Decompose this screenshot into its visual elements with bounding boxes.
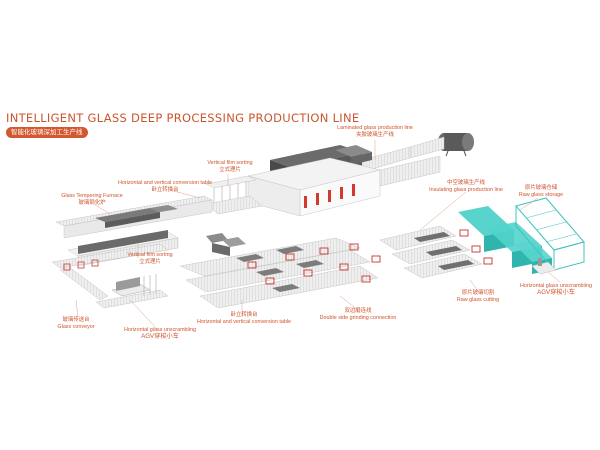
label-insulating-en: Insulating glass production line bbox=[429, 186, 503, 193]
label-raw-storage: 原片玻璃仓储 Raw glass storage bbox=[519, 185, 563, 198]
label-raw-storage-cn: 原片玻璃仓储 bbox=[524, 185, 558, 191]
label-agv-left-cn: AGV穿梭小车 bbox=[141, 332, 179, 340]
label-conveyor-cn: 玻璃传送台 bbox=[62, 317, 90, 323]
label-laminated: Laminated glass production line 夹胶玻璃生产线 bbox=[337, 125, 413, 138]
label-hv-conversion-bottom: 卧立转换台 Horizontal and vertical conversion… bbox=[197, 312, 291, 325]
page-title: INTELLIGENT GLASS DEEP PROCESSING PRODUC… bbox=[6, 111, 360, 125]
leader-lines bbox=[75, 140, 561, 331]
label-conveyor: 玻璃传送台 Glass conveyor bbox=[57, 317, 94, 330]
label-raw-cutting-cn: 原片玻璃切割 bbox=[461, 290, 495, 296]
label-double-edge: 双边磨连线 Double side grinding connection bbox=[320, 308, 397, 321]
grinding-area bbox=[179, 233, 381, 309]
label-tempering-cn: 玻璃钢化炉 bbox=[78, 199, 106, 206]
label-laminated-cn: 夹胶玻璃生产线 bbox=[356, 131, 394, 138]
label-raw-cutting-en: Raw glass cutting bbox=[456, 296, 500, 303]
label-vertical-film-top: Vertical film sorting 立式理片 bbox=[207, 160, 252, 173]
label-tempering-en: Glass Tempering Furnace bbox=[61, 193, 123, 199]
tempering-furnace-line bbox=[55, 195, 213, 239]
label-hv-conversion-bottom-en: Horizontal and vertical conversion table bbox=[196, 318, 292, 325]
label-hv-conversion-top-en: Horizontal and vertical conversion table bbox=[117, 180, 213, 186]
label-agv-right-en: Horizontal glass unscrambling bbox=[520, 283, 592, 289]
label-vertical-film-mid: Vertical film sorting 立式理片 bbox=[127, 252, 172, 265]
label-laminated-en: Laminated glass production line bbox=[337, 125, 413, 131]
cutting-insulating-area bbox=[379, 225, 493, 279]
laminated-line-machine bbox=[247, 133, 474, 217]
page-subtitle: 智能化玻璃深加工生产线 bbox=[6, 127, 88, 138]
label-insulating-cn: 中空玻璃生产线 bbox=[447, 180, 485, 186]
label-hv-conversion-top-cn: 卧立转换台 bbox=[151, 186, 179, 193]
label-hv-conversion-top: Horizontal and vertical conversion table… bbox=[118, 180, 212, 193]
vertical-film-sorting-top bbox=[205, 175, 263, 215]
label-conveyor-en: Glass conveyor bbox=[57, 323, 95, 330]
label-agv-right: Horizontal glass unscrambling AGV穿梭小车 bbox=[520, 283, 592, 296]
label-insulating: 中空玻璃生产线 Insulating glass production line bbox=[429, 180, 503, 193]
label-vertical-film-mid-en: Vertical film sorting bbox=[127, 252, 173, 258]
label-double-edge-en: Double side grinding connection bbox=[319, 314, 397, 321]
storage-warehouse bbox=[515, 197, 585, 271]
agv-shuttle-right bbox=[531, 258, 557, 275]
label-agv-right-cn: AGV穿梭小车 bbox=[537, 288, 575, 296]
label-hv-conversion-bottom-cn: 卧立转换台 bbox=[230, 312, 258, 318]
label-raw-cutting: 原片玻璃切割 Raw glass cutting bbox=[457, 290, 499, 303]
label-agv-left: Horizontal glass unscrambling AGV穿梭小车 bbox=[124, 327, 196, 340]
label-vertical-film-top-en: Vertical film sorting bbox=[207, 160, 253, 166]
label-double-edge-cn: 双边磨连线 bbox=[344, 308, 372, 314]
label-raw-storage-en: Raw glass storage bbox=[518, 191, 564, 198]
label-vertical-film-mid-cn: 立式理片 bbox=[139, 258, 161, 265]
label-tempering: Glass Tempering Furnace 玻璃钢化炉 bbox=[61, 193, 123, 206]
label-vertical-film-top-cn: 立式理片 bbox=[219, 166, 241, 173]
agv-shuttle-left bbox=[111, 274, 157, 297]
label-agv-left-en: Horizontal glass unscrambling bbox=[124, 327, 196, 333]
